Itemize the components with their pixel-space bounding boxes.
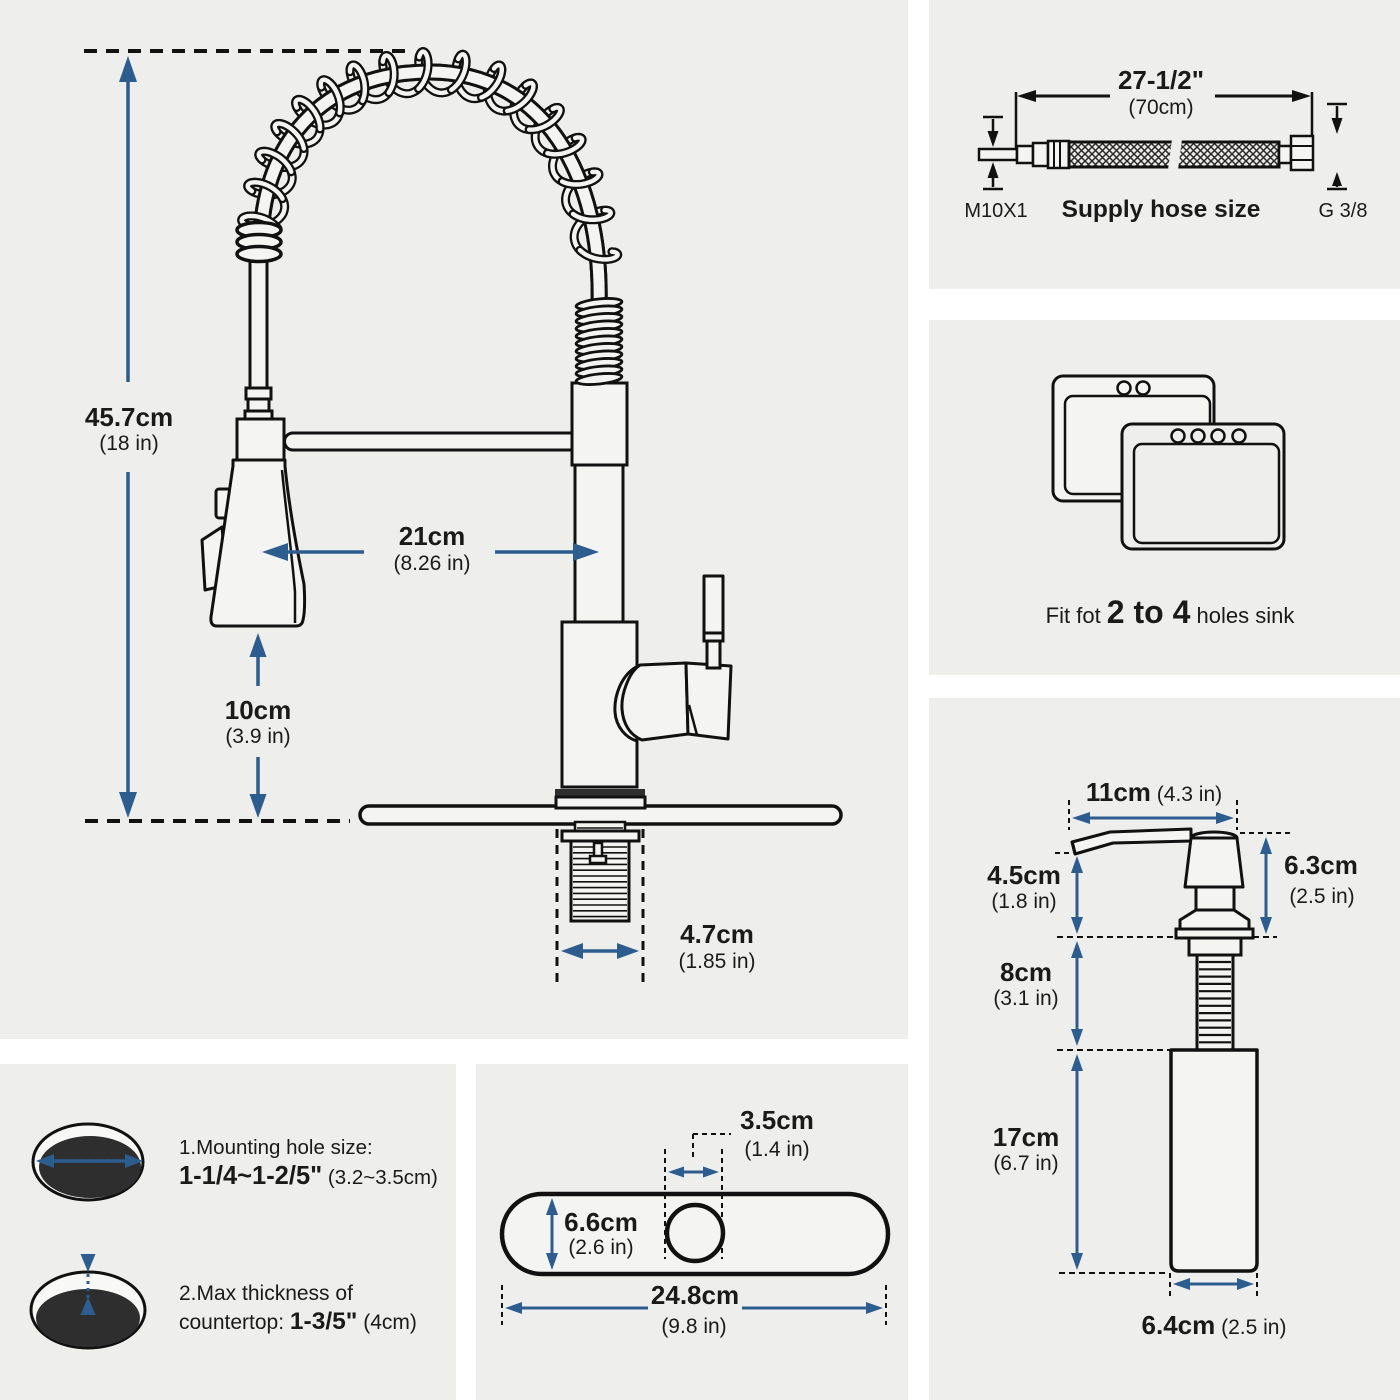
svg-text:(2.6 in): (2.6 in)	[568, 1236, 633, 1259]
svg-text:4.7cm: 4.7cm	[680, 919, 754, 949]
svg-text:(1.8 in): (1.8 in)	[991, 890, 1056, 913]
svg-text:17cm: 17cm	[993, 1122, 1060, 1152]
svg-text:3.5cm: 3.5cm	[740, 1105, 814, 1135]
svg-text:10cm: 10cm	[225, 695, 292, 725]
svg-text:11cm (4.3 in): 11cm (4.3 in)	[1086, 777, 1222, 807]
svg-text:(6.7 in): (6.7 in)	[993, 1152, 1058, 1175]
svg-text:M10X1: M10X1	[964, 200, 1027, 222]
svg-text:8cm: 8cm	[1000, 957, 1052, 987]
svg-text:(1.4 in): (1.4 in)	[744, 1138, 809, 1161]
svg-text:24.8cm: 24.8cm	[651, 1280, 739, 1310]
svg-text:1.Mounting hole size:: 1.Mounting hole size:	[179, 1136, 373, 1159]
svg-text:Fit fot 2 to 4 holes sink: Fit fot 2 to 4 holes sink	[1046, 594, 1296, 630]
svg-text:1-1/4~1-2/5" (3.2~3.5cm): 1-1/4~1-2/5" (3.2~3.5cm)	[179, 1162, 438, 1190]
svg-text:45.7cm: 45.7cm	[85, 402, 173, 432]
svg-text:2.Max thickness of: 2.Max thickness of	[179, 1282, 353, 1305]
svg-text:6.6cm: 6.6cm	[564, 1207, 638, 1237]
svg-text:(1.85 in): (1.85 in)	[678, 950, 755, 973]
svg-text:4.5cm: 4.5cm	[987, 860, 1061, 890]
svg-text:(8.26 in): (8.26 in)	[393, 552, 470, 575]
svg-text:G 3/8: G 3/8	[1319, 200, 1368, 222]
svg-text:(3.9 in): (3.9 in)	[225, 725, 290, 748]
svg-text:6.4cm (2.5 in): 6.4cm (2.5 in)	[1142, 1310, 1287, 1340]
svg-text:(18 in): (18 in)	[99, 432, 159, 455]
svg-text:(3.1 in): (3.1 in)	[993, 987, 1058, 1010]
svg-text:21cm: 21cm	[399, 521, 466, 551]
svg-text:countertop: 1-3/5" (4cm): countertop: 1-3/5" (4cm)	[179, 1308, 417, 1335]
svg-text:Supply hose size: Supply hose size	[1062, 196, 1261, 223]
svg-text:(2.5 in): (2.5 in)	[1289, 885, 1354, 908]
svg-text:6.3cm: 6.3cm	[1284, 850, 1358, 880]
svg-text:(9.8 in): (9.8 in)	[661, 1315, 726, 1338]
svg-text:(70cm): (70cm)	[1128, 96, 1193, 119]
svg-text:27-1/2": 27-1/2"	[1118, 65, 1204, 95]
